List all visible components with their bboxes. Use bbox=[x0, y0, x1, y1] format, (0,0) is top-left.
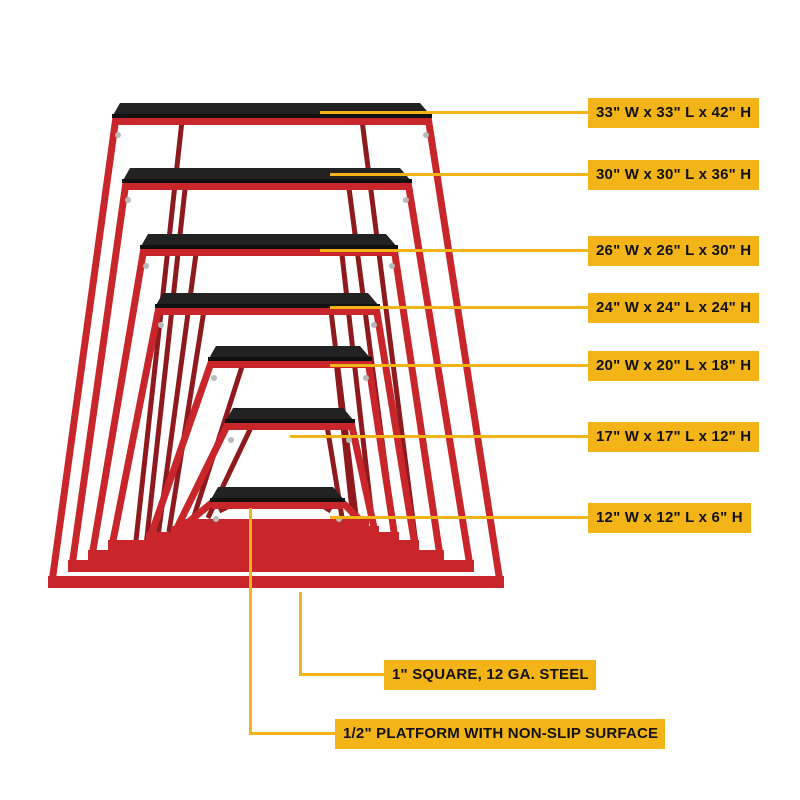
leader-line-box-3 bbox=[320, 249, 588, 252]
size-label-box-4: 24" W x 24" L x 24" H bbox=[588, 293, 760, 323]
box-1-top-frame bbox=[114, 117, 430, 125]
size-label-box-1: 33" W x 33" L x 42" H bbox=[588, 98, 760, 128]
steel-spec-label: 1" SQUARE, 12 GA. STEEL bbox=[384, 660, 596, 690]
box-4-bolt-left bbox=[158, 322, 164, 328]
box-5-top-frame bbox=[210, 360, 370, 368]
size-label-box-6: 17" W x 17" L x 12" H bbox=[588, 422, 760, 452]
size-label-box-7: 12" W x 12" L x 6" H bbox=[588, 503, 751, 533]
leader-line-box-1 bbox=[320, 111, 588, 114]
box-1-base-rail bbox=[48, 576, 504, 588]
box-5-left-leg bbox=[146, 358, 216, 540]
box-5-bolt-right bbox=[363, 375, 369, 381]
box-1-left-leg bbox=[48, 116, 120, 583]
box-6-left-leg bbox=[171, 420, 233, 534]
leader-line-box-5 bbox=[330, 364, 588, 367]
box-3-base-rail bbox=[88, 550, 444, 562]
box-1-rear-left-leg bbox=[130, 116, 185, 569]
box-3-platform-edge bbox=[140, 245, 398, 249]
box-6-platform-edge bbox=[225, 419, 355, 423]
box-2-bolt-left bbox=[125, 197, 131, 203]
leader-line-box-7 bbox=[330, 516, 588, 519]
box-4-left-leg bbox=[108, 306, 163, 547]
platform-spec-label: 1/2" PLATFORM WITH NON-SLIP SURFACE bbox=[335, 719, 665, 749]
box-5-bolt-left bbox=[211, 375, 217, 381]
size-label-box-3: 26" W x 26" L x 30" H bbox=[588, 236, 760, 266]
leader-line-steel-horizontal bbox=[299, 673, 384, 676]
leader-line-box-6 bbox=[290, 435, 588, 438]
box-6-top-frame bbox=[227, 422, 353, 430]
box-7-base-rail bbox=[181, 519, 369, 531]
box-3-platform bbox=[140, 234, 398, 248]
leader-line-platform-horizontal bbox=[249, 732, 335, 735]
box-3-top-frame bbox=[142, 248, 396, 256]
box-2-top-frame bbox=[124, 182, 410, 190]
size-label-box-2: 30" W x 30" L x 36" H bbox=[588, 160, 760, 190]
box-7-platform bbox=[210, 487, 345, 501]
box-6-bolt-right bbox=[346, 437, 352, 443]
box-7-bolt-left bbox=[213, 516, 219, 522]
box-2-platform-edge bbox=[122, 179, 412, 183]
box-1-bolt-right bbox=[423, 132, 429, 138]
leader-line-box-2 bbox=[330, 173, 588, 176]
box-5-right-leg bbox=[364, 359, 399, 539]
box-5-platform-edge bbox=[208, 357, 372, 361]
box-4-right-leg bbox=[372, 306, 419, 547]
box-4-rear-left-leg bbox=[166, 306, 207, 533]
box-7-platform-edge bbox=[210, 498, 345, 502]
size-label-box-5: 20" W x 20" L x 18" H bbox=[588, 351, 760, 381]
box-5-platform bbox=[208, 346, 372, 360]
box-3-bolt-left bbox=[143, 263, 149, 269]
box-6-platform bbox=[225, 408, 355, 422]
box-3-right-leg bbox=[390, 247, 444, 557]
box-1-right-leg bbox=[424, 116, 504, 583]
box-1-bolt-left bbox=[115, 132, 121, 138]
box-1-platform-edge bbox=[112, 114, 432, 118]
box-2-left-leg bbox=[68, 181, 130, 567]
box-6-bolt-left bbox=[228, 437, 234, 443]
box-2-bolt-right bbox=[403, 197, 409, 203]
box-4-platform-edge bbox=[155, 304, 380, 308]
box-4-top-frame bbox=[157, 307, 378, 315]
leader-line-platform-vertical bbox=[249, 508, 252, 735]
box-7-top-frame bbox=[212, 501, 343, 509]
box-2-right-leg bbox=[404, 181, 474, 567]
box-4-platform bbox=[155, 293, 380, 307]
box-3-left-leg bbox=[88, 247, 148, 557]
box-4-bolt-right bbox=[371, 322, 377, 328]
box-6-right-leg bbox=[347, 421, 379, 533]
box-3-bolt-right bbox=[389, 263, 395, 269]
box-2-base-rail bbox=[68, 560, 474, 572]
box-5-rear-right-leg bbox=[333, 359, 356, 525]
leader-line-steel-vertical bbox=[299, 592, 302, 676]
box-2-platform bbox=[122, 168, 412, 182]
box-frames bbox=[48, 103, 504, 588]
leader-line-box-4 bbox=[330, 306, 588, 309]
